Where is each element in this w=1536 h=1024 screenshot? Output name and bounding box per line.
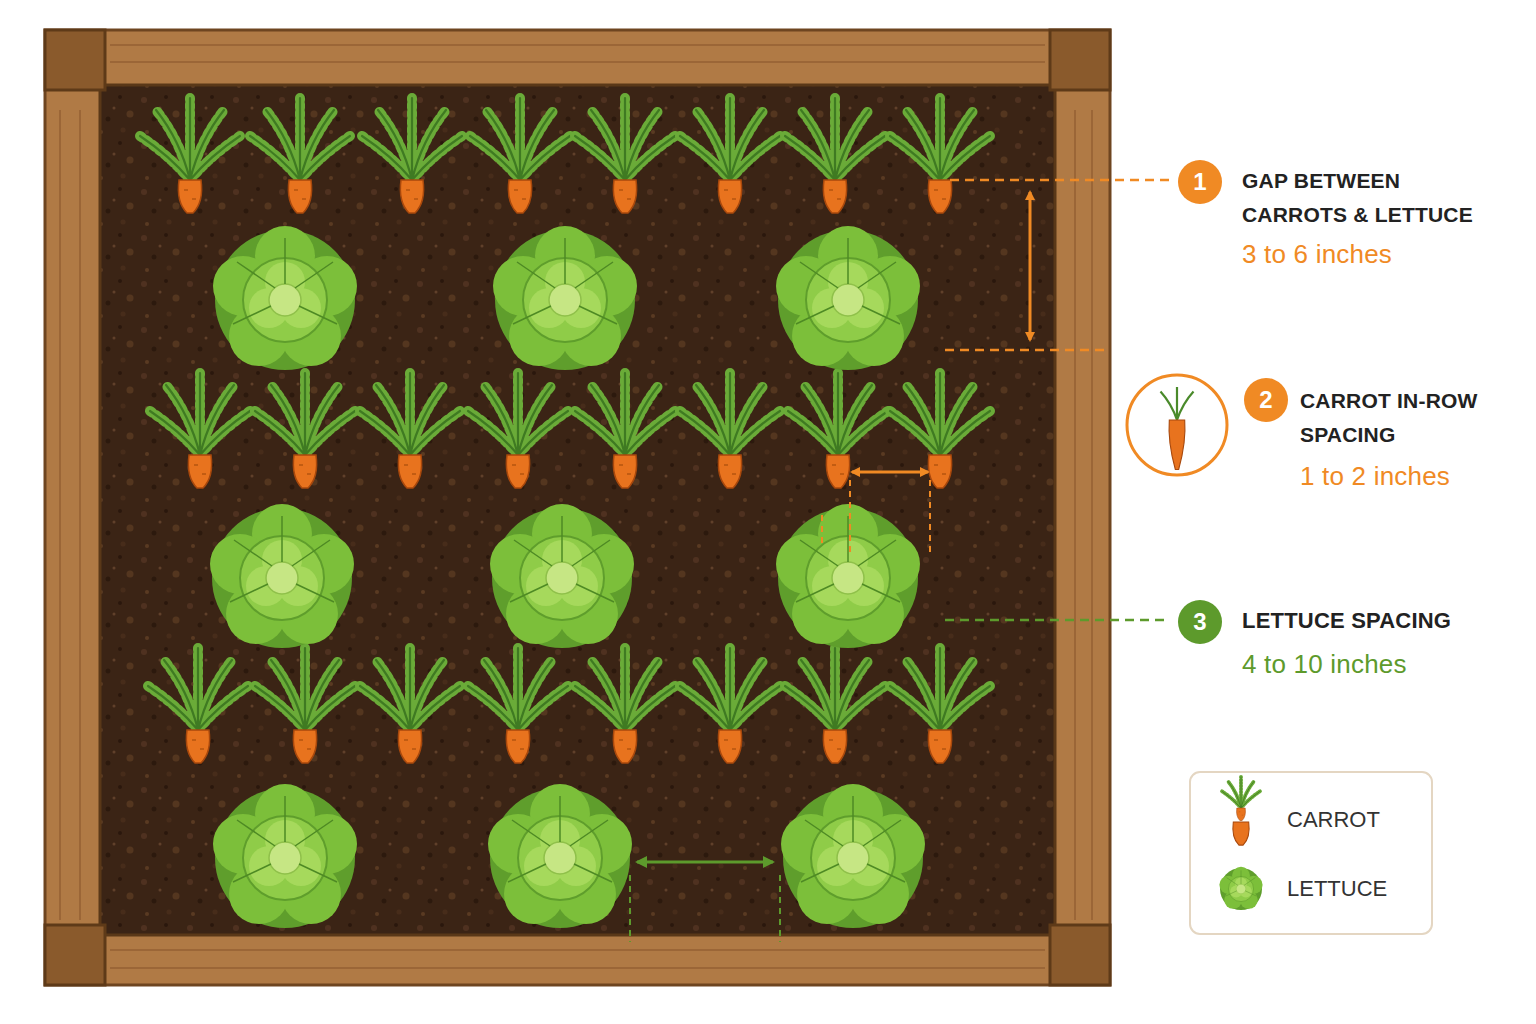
callout-number: 3 [1193,610,1206,634]
lettuce-rows [210,226,925,928]
gap-dimension [945,180,1170,350]
carrot-spacing-dimension [822,375,1227,555]
callout-circle: 3 [1178,600,1222,644]
legend-label: CARROT [1287,806,1380,834]
callout-circle: 2 [1244,378,1288,422]
callout-number: 1 [1193,170,1206,194]
legend-entry: LETTUCE [1287,875,1387,903]
callout-heading: CARROT IN-ROW SPACING [1300,384,1510,452]
legend-entry: CARROT [1287,806,1380,834]
raised-bed [45,30,1110,985]
label-wrap: 3 to 6 inches [1242,238,1527,270]
label-wrap: GAP BETWEEN CARROTS & LETTUCE [1242,164,1497,232]
callout-number: 2 [1259,388,1272,412]
callout-circle: 1 [1178,160,1222,204]
callout-heading: LETTUCE SPACING [1242,606,1527,636]
dimension-value: 4 to 10 inches [1242,648,1527,680]
dimension-value: 1 to 2 inches [1300,460,1525,492]
label-wrap: LETTUCE SPACING [1242,606,1527,636]
lettuce-spacing-dimension [630,620,1165,942]
label-wrap: 1 to 2 inches [1300,460,1525,492]
legend-label: LETTUCE [1287,875,1387,903]
dimension-value: 3 to 6 inches [1242,238,1527,270]
carrot-rows [140,98,990,763]
label-wrap: CARROT IN-ROW SPACING [1300,384,1510,452]
label-wrap: 4 to 10 inches [1242,648,1527,680]
legend-box [1190,772,1432,934]
callout-heading: GAP BETWEEN CARROTS & LETTUCE [1242,164,1497,232]
